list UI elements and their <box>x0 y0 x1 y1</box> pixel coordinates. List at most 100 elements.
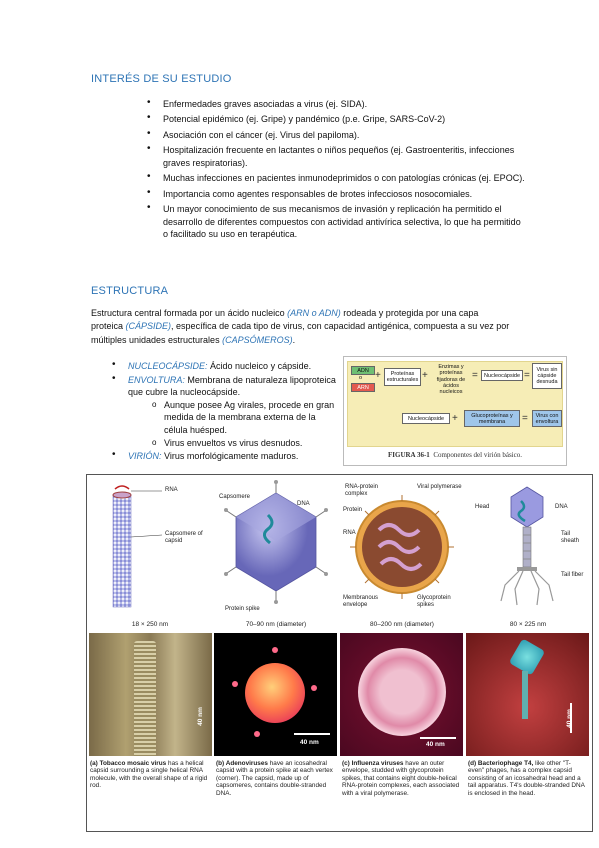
glycoprotein-spikes-label: Glycoprotein spikes <box>417 595 451 608</box>
figure-36-1: ADN o ARN + Proteínas estructurales + En… <box>343 356 567 466</box>
nucleocapside-box-2: Nucleocápside <box>402 413 450 424</box>
panel-influenza: RNA-protein complex Viral polymerase Pro… <box>339 475 465 831</box>
caption-title: (d) Bacteriophage T4, <box>468 760 534 767</box>
para-term: (CAPSÓMEROS) <box>222 334 293 345</box>
spike-dot <box>311 685 317 691</box>
section-heading-estructura: ESTRUCTURA <box>91 285 169 297</box>
panel-bacteriophage: Head DNA Tail sheath Tail fiber 80 × 225… <box>465 475 591 831</box>
scale-bar-label: 40 nm <box>565 709 573 728</box>
plus-symbol: + <box>422 370 428 381</box>
scale-bar-label: 40 nm <box>426 741 445 748</box>
capsomere-label: Capsomere of capsid <box>165 531 203 544</box>
phage-tail <box>522 671 528 719</box>
list-item: Importancia como agentes responsables de… <box>147 187 527 201</box>
caption-text: Componentes del virión básico. <box>433 451 522 459</box>
para-text: . <box>292 334 296 345</box>
para-text: rodeada y protegida por una capa proteic… <box>91 308 479 332</box>
influenza-diagram-icon <box>350 495 454 599</box>
caption-text: has a helical capsid surrounding a singl… <box>90 760 208 790</box>
sub-list-item: Virus envueltos vs virus desnudos. <box>152 437 337 450</box>
membranous-envelope-label: Membranous envelope <box>343 595 379 608</box>
figure-background <box>347 361 563 447</box>
bacteriophage-diagram-icon <box>500 486 554 606</box>
dimension-label: 18 × 250 nm <box>131 621 169 628</box>
bacteriophage-micrograph: 40 nm <box>466 633 589 756</box>
panel-adenovirus: Capsomere DNA Protein spike 70–90 nm (di… <box>213 475 339 831</box>
list-item-virion: VIRIÓN: Virus morfológicamente maduros. <box>112 449 337 463</box>
tail-fiber-label: Tail fiber <box>561 572 584 578</box>
para-text: Estructura central formada por un ácido … <box>91 308 288 318</box>
caption-a: (a) Tobacco mosaic virus has a helical c… <box>90 760 208 790</box>
para-term: (ARN o ADN) <box>287 308 341 318</box>
list-item: Hospitalización frecuente en lactantes o… <box>147 143 527 169</box>
viral-polymerase-label: Viral polymerase <box>417 484 462 490</box>
adenovirus-particle <box>245 663 305 723</box>
definition: Ácido nucleico y cápside. <box>207 361 312 371</box>
figure-caption: FIGURA 36-1 Componentes del virión básic… <box>388 451 522 459</box>
adenovirus-diagram-icon <box>224 480 328 604</box>
capsomere-label: Capsomere <box>219 494 251 500</box>
list-item: Asociación con el cáncer (ej. Virus del … <box>147 128 527 142</box>
panel-tobacco-mosaic: RNA Capsomere of capsid 18 × 250 nm 40 n… <box>87 475 213 831</box>
tmv-diagram-icon <box>112 485 163 608</box>
spike-dot <box>272 647 278 653</box>
caption-title: (c) Influenza viruses <box>342 760 404 767</box>
list-item: Potencial epidémico (ej. Gripe) y pandém… <box>147 112 527 126</box>
term: NUCLEOCÁPSIDE: <box>128 361 208 371</box>
adn-box: ADN <box>351 366 375 375</box>
rna-label: RNA <box>165 487 178 493</box>
dna-label: DNA <box>297 501 310 507</box>
plus-symbol: + <box>375 370 381 381</box>
equals-symbol: = <box>472 370 478 381</box>
virus-con-box: Virus con envoltura <box>532 410 562 427</box>
term: VIRIÓN: <box>128 451 162 462</box>
estructura-paragraph: Estructura central formada por un ácido … <box>91 307 511 347</box>
envoltura-sublist: Aunque posee Ag virales, procede en gran… <box>128 399 337 449</box>
head-label: Head <box>475 504 490 510</box>
caption-text: have an icosahedral capsid with a protei… <box>216 760 333 797</box>
dimension-label: 80 × 225 nm <box>509 621 547 628</box>
caption-c: (c) Influenza viruses have an outer enve… <box>342 760 460 797</box>
caption-b: (b) Adenoviruses have an icosahedral cap… <box>216 760 334 797</box>
list-item: Un mayor conocimiento de sus mecanismos … <box>147 202 527 241</box>
scale-bar-label: 40 nm <box>300 739 319 746</box>
dna-label: DNA <box>555 504 568 510</box>
influenza-micrograph: 40 nm <box>340 633 463 756</box>
term: ENVOLTURA: <box>128 374 185 385</box>
para-text: , específica de cada tipo de virus, con … <box>91 321 510 345</box>
section-heading-interes: INTERÉS DE SU ESTUDIO <box>91 73 232 85</box>
rna-protein-complex-label: RNA-protein complex <box>345 484 379 497</box>
protein-label: Protein <box>343 507 363 513</box>
tail-sheath-label: Tail sheath <box>561 531 580 544</box>
tmv-rod <box>134 641 156 756</box>
plus-symbol: + <box>452 413 458 424</box>
scale-bar <box>420 737 456 739</box>
adenovirus-micrograph: 40 nm <box>214 633 337 756</box>
list-item-envoltura: ENVOLTURA: Membrana de naturaleza lipopr… <box>112 373 337 450</box>
protein-spike-label: Protein spike <box>225 606 260 612</box>
list-item: Enfermedades graves asociadas a virus (e… <box>147 97 527 111</box>
list-item: Muchas infecciones en pacientes inmunode… <box>147 171 527 185</box>
estructura-list: NUCLEOCÁPSIDE: Ácido nucleico y cápside.… <box>112 359 337 464</box>
glyco-box: Glucoproteínas y membrana <box>464 410 520 427</box>
caption-title: (a) Tobacco mosaic virus <box>90 760 167 767</box>
list-item-nucleocapside: NUCLEOCÁPSIDE: Ácido nucleico y cápside. <box>112 359 337 373</box>
caption-d: (d) Bacteriophage T4, like other "T-even… <box>468 760 586 797</box>
or-label: o <box>359 375 363 381</box>
proteinas-box: Proteínas estructurales <box>384 368 421 386</box>
virus-morphology-figure: RNA Capsomere of capsid 18 × 250 nm 40 n… <box>86 474 593 832</box>
sub-list-item: Aunque posee Ag virales, procede en gran… <box>152 399 337 437</box>
scale-bar-label: 40 nm <box>196 707 204 726</box>
arn-box: ARN <box>351 383 375 392</box>
dimension-label: 80–200 nm (diameter) <box>370 621 434 628</box>
definition: Virus morfológicamente maduros. <box>161 451 299 462</box>
caption-number: FIGURA 36-1 <box>388 451 430 459</box>
scale-bar <box>294 733 330 735</box>
scale-bar <box>570 703 572 733</box>
dimension-label: 70–90 nm (diameter) <box>245 621 307 628</box>
caption-text: have an outer envelope, studded with gly… <box>342 760 460 797</box>
virus-sin-box: Virus sin cápside desnuda <box>532 363 562 389</box>
interes-bullet-list: Enfermedades graves asociadas a virus (e… <box>147 97 527 244</box>
rna-label: RNA <box>343 530 356 536</box>
influenza-particle <box>358 648 446 736</box>
